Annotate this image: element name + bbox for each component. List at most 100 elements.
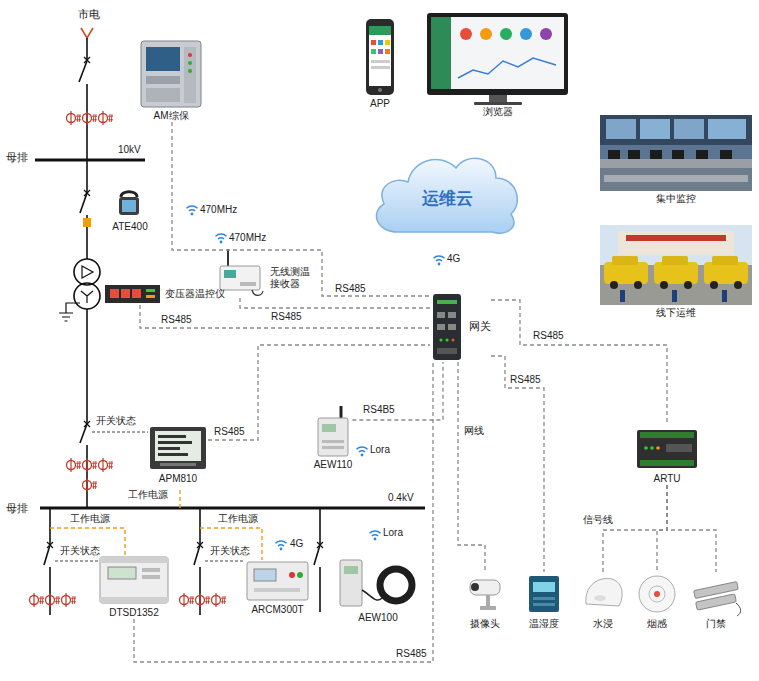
rs485-connector <box>491 356 544 572</box>
connector-label: RS485 <box>532 330 565 342</box>
ct-symbol <box>99 458 114 472</box>
water-sensor: 水浸 <box>582 572 624 630</box>
control-room-photo <box>600 115 752 145</box>
remote-terminal-unit: ARTU <box>635 425 699 485</box>
phone-icon <box>371 60 390 63</box>
protection-relay-icon <box>146 47 180 71</box>
temp-receiver: 无线测温 接收器 <box>213 258 316 298</box>
phone-icon <box>378 88 382 92</box>
ct-symbol <box>99 111 114 125</box>
humidity-sensor: 温湿度 <box>525 572 563 630</box>
device-label: APM810 <box>148 473 208 485</box>
rail-meter-icon <box>142 575 160 579</box>
clamp-meter-icon <box>344 566 358 574</box>
connector-label: RS485 <box>395 648 428 660</box>
fire-monitor-icon <box>254 588 300 592</box>
phone-icon <box>385 40 390 45</box>
temperature-controller-icon <box>105 285 160 303</box>
connector-label: 信号线 <box>582 514 614 526</box>
receiver-icon <box>220 266 260 290</box>
device-label: 网关 <box>469 320 491 333</box>
connector-label: 网线 <box>463 425 485 437</box>
switch-status-wire <box>205 561 245 562</box>
water-sensor-icon <box>586 578 622 606</box>
rail-meter-icon <box>100 597 168 603</box>
mobile-app: APP <box>364 18 396 110</box>
cloud-platform: 运维云 <box>368 148 526 240</box>
protection-relay-icon <box>141 41 201 107</box>
fire-monitor: ARCM300T <box>245 560 310 616</box>
clamp-meter-icon <box>340 560 362 606</box>
smoke-detector-icon <box>654 591 660 597</box>
device-label: 温湿度 <box>525 618 563 630</box>
power-meter-icon <box>158 447 180 450</box>
field-maintenance: 线下运维 <box>600 225 752 319</box>
rtu-icon <box>640 460 694 466</box>
ct-symbol <box>30 111 227 607</box>
receiver-icon <box>252 290 263 295</box>
rtu-icon <box>644 446 648 450</box>
device-label: ATE400 <box>111 221 149 233</box>
temperature-controller-icon <box>146 295 155 298</box>
protection-relay-icon <box>184 47 196 103</box>
rtu-icon <box>637 430 697 468</box>
device-label: 集中监控 <box>600 193 752 205</box>
field-team-photo <box>610 281 618 289</box>
fire-monitor-icon <box>254 569 276 581</box>
wireless-icon <box>434 256 445 265</box>
field-team-photo <box>618 231 734 255</box>
field-team-photo <box>626 235 726 241</box>
clamp-meter: AEW100 <box>338 555 418 624</box>
gateway-icon <box>433 294 461 360</box>
control-room-photo <box>600 168 752 191</box>
control-room-photo <box>672 150 684 159</box>
monitor-icon <box>540 28 552 40</box>
switch-mark <box>84 421 90 427</box>
camera-icon <box>480 606 496 610</box>
power-line <box>319 567 321 612</box>
power-line <box>35 28 425 615</box>
rs485-connector <box>352 362 443 420</box>
monitor-icon <box>427 13 568 95</box>
annotation: 4G <box>447 253 460 265</box>
power-meter-icon <box>160 463 196 466</box>
power-meter-icon <box>155 431 201 461</box>
fire-monitor-icon <box>297 572 303 578</box>
monitor-icon <box>460 28 472 40</box>
humidity-sensor-icon <box>533 582 555 592</box>
gateway-icon <box>437 348 457 354</box>
rtu-icon <box>650 446 654 450</box>
receiver-icon <box>224 270 236 278</box>
power-meter-icon <box>158 435 186 438</box>
wireless-icon <box>187 206 445 550</box>
receiver-icon <box>227 249 229 266</box>
annotation: 工作电源 <box>70 513 110 525</box>
gateway-icon <box>437 300 457 304</box>
door-sensor-icon <box>736 603 741 616</box>
power-line <box>319 508 321 544</box>
transformer-symbol <box>81 291 93 303</box>
ct-symbol <box>196 593 211 607</box>
field-team-photo <box>662 256 688 265</box>
gateway-icon <box>448 312 456 318</box>
transformer-symbol <box>59 259 100 321</box>
field-team-photo <box>600 225 752 267</box>
fire-monitor-icon <box>247 562 308 600</box>
power-meter: APM810 <box>148 425 208 485</box>
clamp-meter-icon <box>340 560 412 606</box>
wireless-temp-sensor: ATE400 <box>111 193 149 233</box>
monitor-icon <box>458 58 556 78</box>
device-label: 烟感 <box>637 618 677 630</box>
temperature-controller-icon <box>110 289 119 298</box>
working-power-wire <box>200 528 262 560</box>
field-team-photo <box>600 225 752 305</box>
annotation: 4G <box>290 538 303 550</box>
protection-relay-icon <box>188 61 192 65</box>
ct-symbol <box>83 111 98 125</box>
rs485-connector <box>140 305 430 328</box>
rs485-connector <box>491 300 667 425</box>
power-line <box>35 159 145 162</box>
power-meter-icon <box>150 427 206 469</box>
ct-symbol <box>83 458 98 472</box>
switch-mark <box>317 542 323 548</box>
